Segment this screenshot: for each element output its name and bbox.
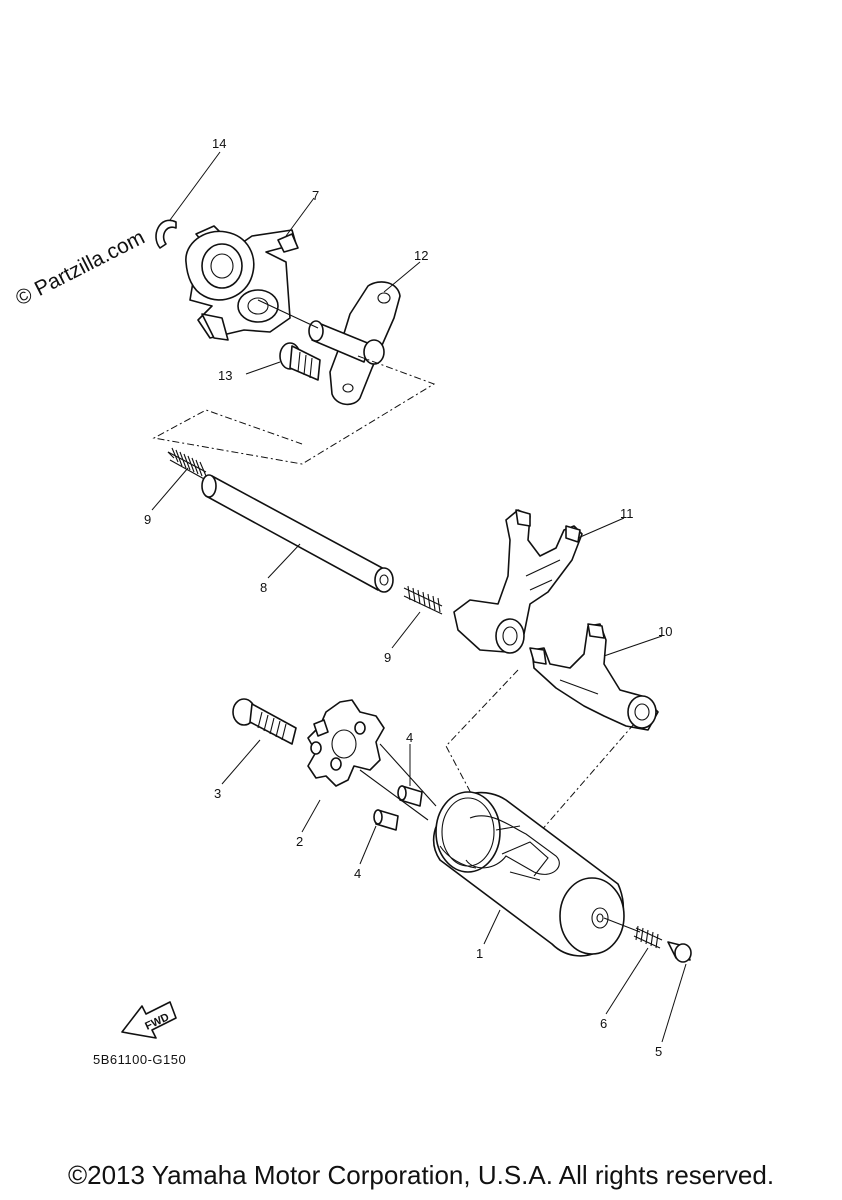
spring-part-6[interactable] [633,925,663,949]
bolt-part-13[interactable] [279,342,321,381]
callout-11: 11 [620,506,634,521]
bolt-part-3[interactable] [232,698,297,745]
shift-lever-part-12[interactable] [257,281,401,406]
shift-drum-part-1[interactable] [432,791,625,957]
spring-part-9-upper[interactable] [167,447,207,481]
callout-6: 6 [600,1016,607,1031]
callout-5: 5 [655,1044,662,1059]
shift-segment-part-7[interactable] [185,225,299,341]
callout-9-upper: 9 [144,512,151,527]
callout-8: 8 [260,580,267,595]
callout-12: 12 [414,248,428,263]
shift-fork-part-10[interactable] [529,623,659,731]
dowel-pin-part-4-upper[interactable] [397,785,423,807]
callout-10: 10 [658,624,672,639]
callout-labels: 14 7 12 13 9 8 9 11 10 3 2 4 4 1 6 5 [144,136,672,1059]
circlip-part-14[interactable] [155,219,177,249]
callout-14: 14 [212,136,226,151]
callout-4-upper: 4 [406,730,413,745]
pin-part-5[interactable] [667,941,692,963]
callout-1: 1 [476,946,483,961]
shift-fork-part-11[interactable] [453,509,583,654]
shift-fork-shaft-part-8[interactable] [201,474,394,593]
fwd-direction-arrow: FWD [121,1001,177,1039]
segment-part-2[interactable] [307,699,385,787]
callout-7: 7 [312,188,319,203]
callout-9-lower: 9 [384,650,391,665]
callout-2: 2 [296,834,303,849]
spring-part-9-lower[interactable] [403,585,443,615]
copyright-notice: ©2013 Yamaha Motor Corporation, U.S.A. A… [67,1160,775,1190]
callout-13: 13 [218,368,232,383]
leader-lines [151,151,687,1043]
diagram-code: 5B61100-G150 [93,1052,187,1067]
callout-4-lower: 4 [354,866,361,881]
dowel-pin-part-4-lower[interactable] [373,809,399,831]
reference-frame-upper [152,355,436,465]
callout-3: 3 [214,786,221,801]
